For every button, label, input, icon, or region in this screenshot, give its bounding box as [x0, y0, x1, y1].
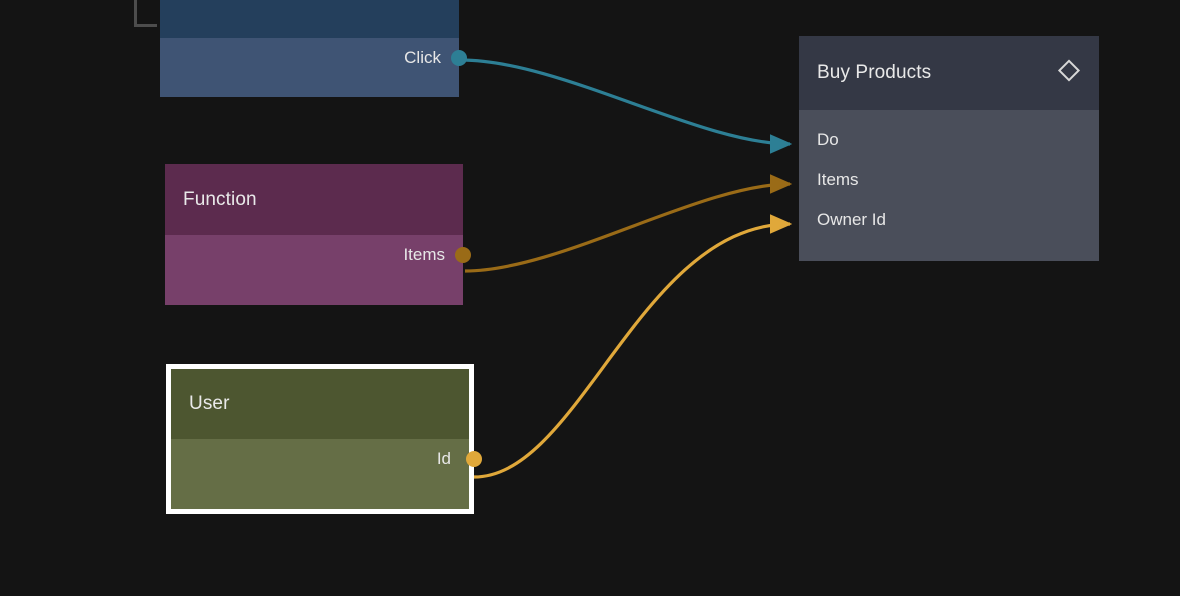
- node-user-body: Id: [171, 439, 482, 509]
- port-row-buy-items[interactable]: Items: [799, 160, 1099, 200]
- node-function-title: Function: [183, 188, 257, 210]
- port-label-function-items: Items: [403, 245, 445, 264]
- node-button-header[interactable]: [160, 0, 459, 38]
- port-row-function-items[interactable]: Items: [165, 235, 471, 275]
- port-dot-user-id[interactable]: [466, 451, 482, 467]
- node-function-body: Items: [165, 235, 471, 305]
- node-buy-products-body: Do Items Owner Id: [799, 110, 1099, 261]
- node-button[interactable]: Click: [160, 0, 467, 97]
- port-label-buy-do: Do: [817, 130, 839, 149]
- node-function-header[interactable]: Function: [165, 164, 463, 235]
- port-label-click: Click: [404, 48, 441, 67]
- port-row-buy-owner-id[interactable]: Owner Id: [799, 200, 1099, 240]
- port-row-buy-do[interactable]: Do: [799, 120, 1099, 160]
- diamond-icon: [1056, 58, 1082, 89]
- port-row-click[interactable]: Click: [160, 38, 467, 78]
- node-user-title: User: [189, 393, 230, 414]
- connection-click-to-do[interactable]: [460, 58, 793, 154]
- node-buy-products-title: Buy Products: [817, 62, 932, 83]
- node-button-body: Click: [160, 38, 467, 97]
- connection-items-to-items[interactable]: [464, 174, 793, 273]
- offscreen-node-corner-bracket: [134, 0, 157, 27]
- port-dot-click[interactable]: [451, 50, 467, 66]
- node-user-inner: User Id: [171, 369, 482, 509]
- node-user-header[interactable]: User: [171, 369, 469, 439]
- node-function[interactable]: Function Items: [165, 164, 471, 305]
- port-dot-function-items[interactable]: [455, 247, 471, 263]
- port-label-buy-items: Items: [817, 170, 859, 189]
- port-label-user-id: Id: [436, 449, 451, 468]
- connection-id-to-owner-id[interactable]: [473, 214, 793, 479]
- node-user[interactable]: User Id: [166, 364, 482, 514]
- port-row-user-id[interactable]: Id: [171, 439, 482, 479]
- port-label-buy-owner-id: Owner Id: [817, 210, 886, 229]
- node-buy-products-header[interactable]: Buy Products: [799, 36, 1099, 110]
- node-buy-products[interactable]: Buy Products Do Items Owner Id: [799, 36, 1099, 261]
